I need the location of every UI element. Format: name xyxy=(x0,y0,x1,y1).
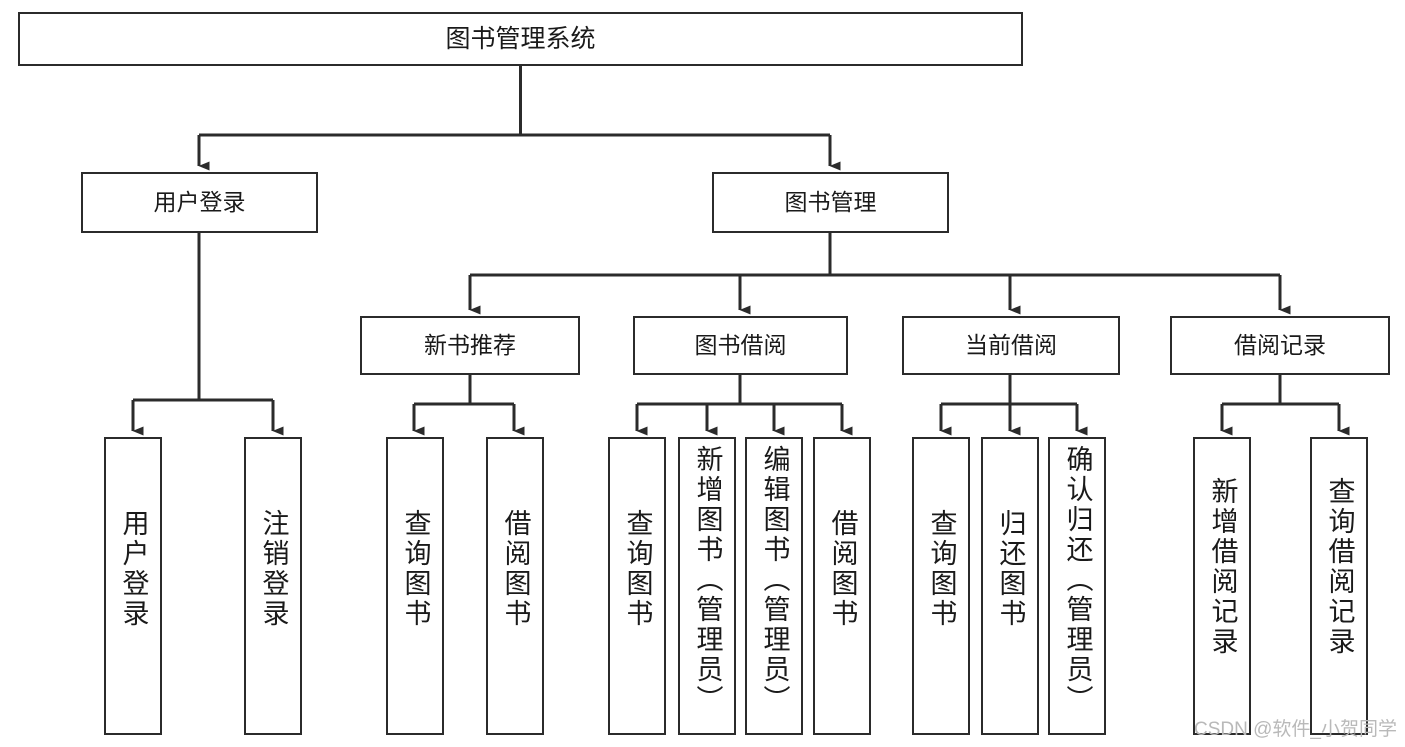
node-label: 借阅图书 xyxy=(827,509,858,629)
node-label: 新增图书（管理员） xyxy=(692,445,723,715)
node-label: 编辑图书（管理员） xyxy=(759,445,790,715)
leaf-borrow-record-add-record[interactable]: 新增借阅记录 xyxy=(1193,437,1251,735)
leaf-book-borrow-query-book[interactable]: 查询图书 xyxy=(608,437,666,735)
node-book-management[interactable]: 图书管理 xyxy=(712,172,949,233)
node-label: 归还图书 xyxy=(995,509,1026,629)
leaf-book-borrow-borrow-book[interactable]: 借阅图书 xyxy=(813,437,871,735)
node-current-borrow[interactable]: 当前借阅 xyxy=(902,316,1120,375)
node-new-book-recommend[interactable]: 新书推荐 xyxy=(360,316,580,375)
leaf-book-borrow-add-book[interactable]: 新增图书（管理员） xyxy=(678,437,736,735)
node-label: 当前借阅 xyxy=(965,332,1057,359)
leaf-new-book-query-book[interactable]: 查询图书 xyxy=(386,437,444,735)
node-label: 用户登录 xyxy=(118,509,149,629)
node-label: 借阅记录 xyxy=(1234,332,1326,359)
node-root-book-management-system[interactable]: 图书管理系统 xyxy=(18,12,1023,66)
node-label: 图书借阅 xyxy=(694,332,787,359)
leaf-user-login-logout[interactable]: 注销登录 xyxy=(244,437,302,735)
node-label: 借阅图书 xyxy=(500,509,531,629)
leaf-borrow-record-query-record[interactable]: 查询借阅记录 xyxy=(1310,437,1368,735)
node-label: 图书管理 xyxy=(784,189,877,216)
node-label: 新书推荐 xyxy=(424,332,516,359)
leaf-user-login-login[interactable]: 用户登录 xyxy=(104,437,162,735)
node-label: 查询图书 xyxy=(622,509,653,629)
node-borrow-record[interactable]: 借阅记录 xyxy=(1170,316,1390,375)
node-book-borrow[interactable]: 图书借阅 xyxy=(633,316,848,375)
node-label: 查询借阅记录 xyxy=(1324,477,1355,657)
node-label: 图书管理系统 xyxy=(445,24,596,53)
node-label: 注销登录 xyxy=(258,509,289,629)
leaf-book-borrow-edit-book[interactable]: 编辑图书（管理员） xyxy=(745,437,803,735)
node-label: 查询图书 xyxy=(926,509,957,629)
node-label: 查询图书 xyxy=(400,509,431,629)
leaf-current-borrow-confirm-return[interactable]: 确认归还（管理员） xyxy=(1048,437,1106,735)
leaf-current-borrow-return-book[interactable]: 归还图书 xyxy=(981,437,1039,735)
node-user-login[interactable]: 用户登录 xyxy=(81,172,318,233)
leaf-new-book-borrow-book[interactable]: 借阅图书 xyxy=(486,437,544,735)
node-label: 确认归还（管理员） xyxy=(1062,445,1093,715)
leaf-current-borrow-query-book[interactable]: 查询图书 xyxy=(912,437,970,735)
node-label: 新增借阅记录 xyxy=(1207,477,1238,657)
node-label: 用户登录 xyxy=(153,189,246,216)
